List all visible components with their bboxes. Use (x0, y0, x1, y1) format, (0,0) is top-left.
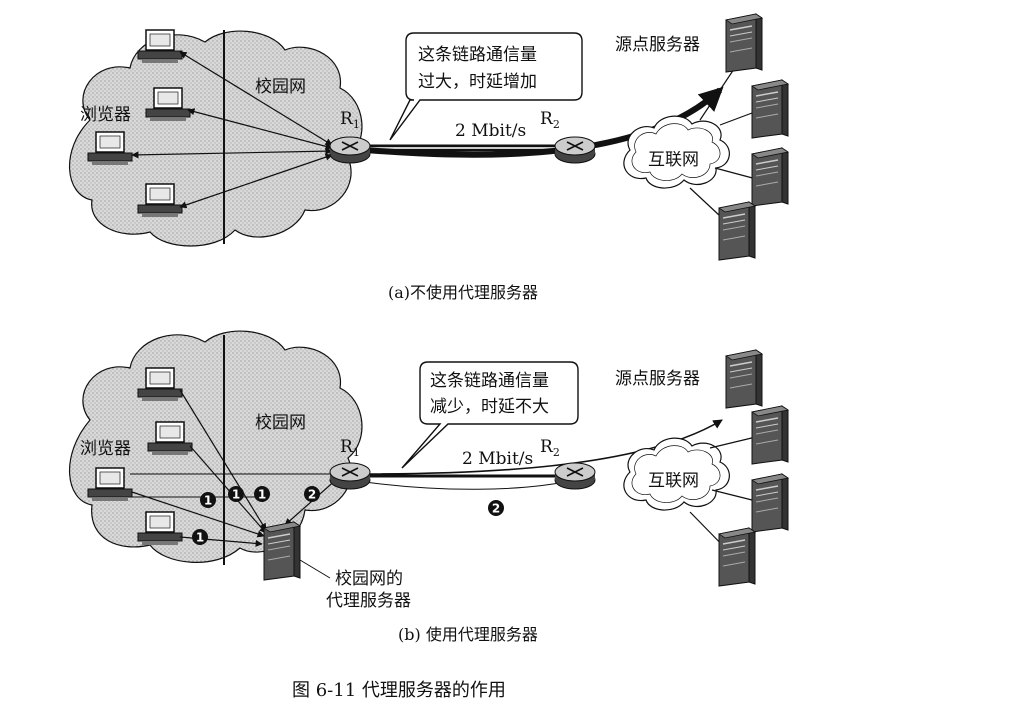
browser-label-b: 浏览器 (80, 439, 131, 459)
caption-b: (b) 使用代理服务器 (398, 625, 538, 644)
svg-text:2: 2 (492, 502, 500, 516)
r2-label-a: R2 (540, 109, 560, 131)
proxy-server (263, 521, 301, 581)
origin-server (751, 473, 789, 533)
browser-to-proxy-arrows (131, 389, 267, 548)
r1-label-a: R1 (340, 109, 360, 131)
browser-label-a: 浏览器 (80, 105, 131, 125)
callout-box-b (401, 361, 579, 469)
r2-label-b: R2 (540, 437, 560, 459)
origin-server (751, 405, 789, 465)
figure-caption: 图 6-11 代理服务器的作用 (292, 680, 506, 701)
step-marker-1: 1 (254, 486, 270, 502)
browser-arrows-a (131, 51, 333, 209)
svg-text:1: 1 (258, 488, 266, 502)
origin-server-label-a: 源点服务器 (615, 35, 700, 55)
callout-line-b2: 减少，时延不大 (430, 397, 549, 417)
origin-server (718, 201, 756, 261)
router-r2-a (554, 136, 596, 164)
router-r2-b (554, 462, 596, 490)
step-marker-1: 1 (200, 492, 216, 508)
step-marker-2: 2 (304, 486, 320, 502)
origin-server (751, 147, 789, 207)
origin-server (751, 79, 789, 139)
link-speed-b: 2 Mbit/s (462, 449, 533, 469)
origin-server (725, 349, 763, 409)
diagram-a: 校园网 浏览器 R1 R2 2 Mbit/s 互联网 源点服务器 这条链路通信量… (68, 13, 789, 302)
step-marker-1: 1 (228, 486, 244, 502)
campus-text-b: 校园网 浏览器 (80, 413, 306, 459)
traffic-arrow-b (364, 419, 723, 475)
step-marker-1: 1 (192, 529, 208, 545)
caption-a: (a)不使用代理服务器 (388, 283, 538, 302)
return-path-b (364, 479, 576, 490)
traffic-arrow-a (364, 86, 724, 158)
proxy-label-line2: 代理服务器 (326, 591, 411, 611)
callout-line-a1: 这条链路通信量 (418, 45, 537, 65)
r1-label-b: R1 (340, 437, 360, 459)
campus-label-a: 校园网 (255, 77, 306, 97)
link-speed-a: 2 Mbit/s (455, 121, 526, 141)
router-r1-a (329, 136, 371, 164)
step-marker-2: 2 (488, 500, 504, 516)
svg-text:1: 1 (204, 494, 212, 508)
callout-box-a (389, 32, 583, 141)
origin-server-label-b: 源点服务器 (615, 369, 700, 389)
router-r1-b (329, 462, 371, 490)
callout-line-a2: 过大，时延增加 (418, 72, 537, 92)
svg-text:1: 1 (196, 531, 204, 545)
origin-server (725, 13, 763, 73)
diagram-b: 校园网的 代理服务器 1 1 1 1 2 2 校园网 浏览器 (68, 330, 789, 644)
proxy-label-line1: 校园网的 (335, 569, 403, 589)
svg-text:2: 2 (308, 488, 316, 502)
callout-line-b1: 这条链路通信量 (430, 371, 549, 391)
internet-label-a: 互联网 (648, 150, 699, 170)
origin-server (718, 527, 756, 587)
internet-label-b: 互联网 (648, 471, 699, 491)
campus-label-b: 校园网 (255, 413, 306, 433)
svg-text:1: 1 (232, 488, 240, 502)
